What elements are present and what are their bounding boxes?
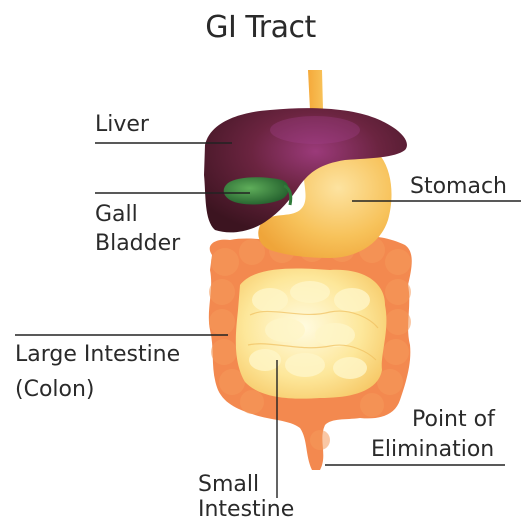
label-large-intestine-line1: Large Intestine bbox=[15, 340, 180, 370]
small-intestine-shape bbox=[236, 269, 387, 399]
label-point-of-elimination-line1: Point of bbox=[412, 405, 495, 435]
label-small-intestine-line2: Intestine bbox=[198, 495, 294, 525]
label-gall-bladder-line2: Bladder bbox=[95, 229, 180, 259]
label-liver: Liver bbox=[95, 110, 149, 140]
label-point-of-elimination-line2: Elimination bbox=[371, 435, 494, 465]
label-large-intestine-line2: (Colon) bbox=[15, 375, 95, 405]
gall-bladder-shape bbox=[224, 177, 289, 204]
label-stomach: Stomach bbox=[410, 172, 507, 202]
label-gall-bladder-line1: Gall bbox=[95, 200, 138, 230]
